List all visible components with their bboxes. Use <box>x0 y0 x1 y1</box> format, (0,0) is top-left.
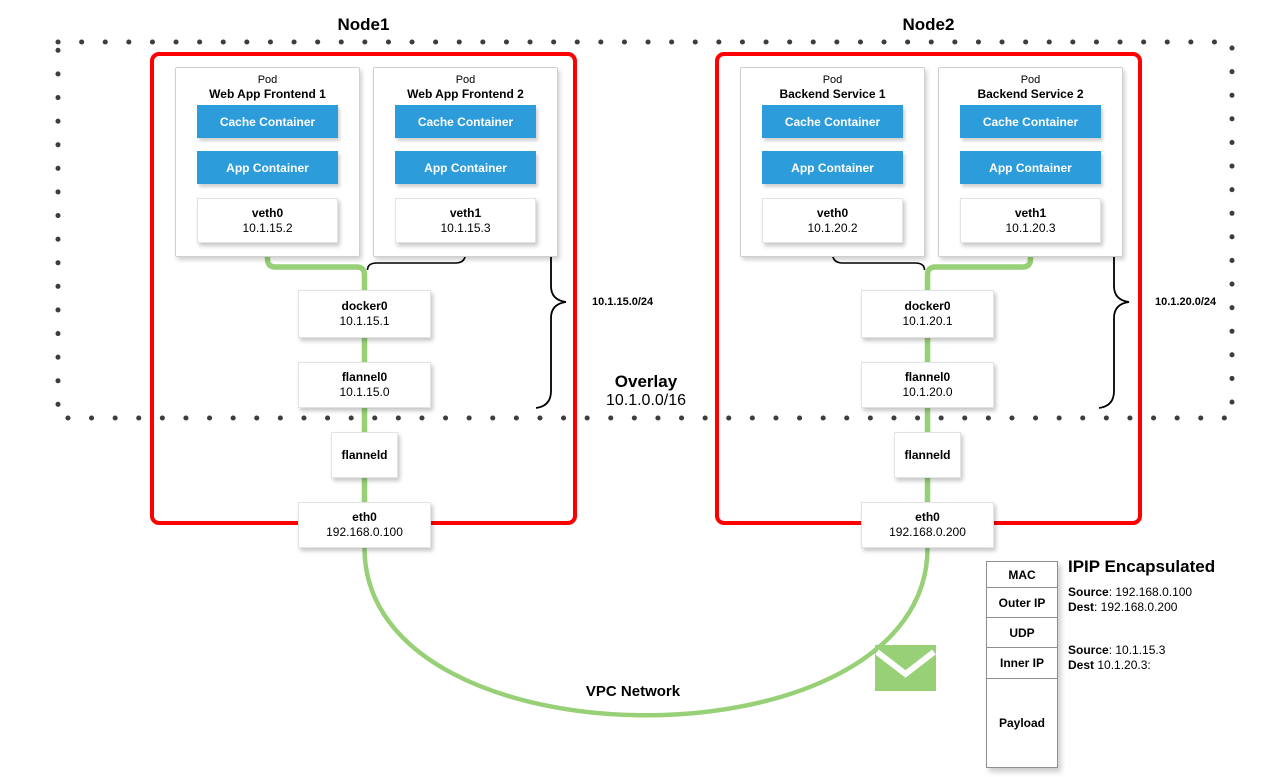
pod-backend-service-2: Pod Backend Service 2 Cache Container Ap… <box>938 67 1123 257</box>
bridge-ip: 10.1.15.1 <box>339 314 390 328</box>
outer-source-label: Source <box>1068 585 1109 599</box>
overlay-title: Overlay <box>614 372 678 391</box>
cache-container: Cache Container <box>197 105 338 138</box>
bridge-name: docker0 <box>341 299 388 313</box>
app-container: App Container <box>762 151 903 184</box>
pod-kind-label: Pod <box>257 74 278 86</box>
iface-ip: 10.1.20.2 <box>807 220 858 235</box>
pod-name-label: Web App Frontend 1 <box>209 87 326 101</box>
ipip-inner-addresses: Source: 10.1.15.3 Dest 10.1.20.3: <box>1068 643 1165 673</box>
node1-subnet-label: 10.1.15.0/24 <box>592 296 654 308</box>
node2-flannel0-box: flannel0 10.1.20.0 <box>861 362 994 408</box>
envelope-icon <box>875 645 936 691</box>
pod-web-app-frontend-1: Pod Web App Frontend 1 Cache Container A… <box>175 67 360 257</box>
outer-source-line: Source: 192.168.0.100 <box>1068 585 1192 600</box>
daemon-name: flanneld <box>341 447 388 462</box>
outer-source-value: : 192.168.0.100 <box>1108 585 1193 599</box>
flannel-name: flannel0 <box>904 370 951 384</box>
node1-flannel0-box: flannel0 10.1.15.0 <box>298 362 431 408</box>
packet-cell-mac: MAC <box>987 562 1057 588</box>
iface-name: veth0 <box>251 205 284 220</box>
node2-title: Node2 <box>902 15 955 34</box>
pod-kind-label: Pod <box>822 74 843 86</box>
inner-dest-value: 10.1.20.3: <box>1094 658 1151 672</box>
iface-ip: 10.1.15.3 <box>440 220 491 235</box>
bridge-ip: 10.1.20.1 <box>902 314 953 328</box>
app-container: App Container <box>395 151 536 184</box>
veth-interface-box: veth1 10.1.20.3 <box>960 198 1101 243</box>
pod-name-label: Web App Frontend 2 <box>407 87 524 101</box>
iface-ip: 10.1.20.3 <box>1005 220 1056 235</box>
vpc-network-label: VPC Network <box>585 683 681 700</box>
inner-dest-label: Dest <box>1068 658 1095 672</box>
iface-ip: 10.1.15.2 <box>242 220 293 235</box>
ipip-outer-addresses: Source: 192.168.0.100 Dest: 192.168.0.20… <box>1068 585 1192 615</box>
eth-ip: 192.168.0.100 <box>326 525 403 539</box>
node2-docker0-box: docker0 10.1.20.1 <box>861 290 994 338</box>
packet-structure-table: MAC Outer IP UDP Inner IP Payload <box>986 561 1058 768</box>
veth-interface-box: veth0 10.1.20.2 <box>762 198 903 243</box>
outer-dest-value: : 192.168.0.200 <box>1094 600 1178 614</box>
outer-dest-line: Dest: 192.168.0.200 <box>1068 600 1192 615</box>
packet-cell-payload: Payload <box>998 716 1046 730</box>
node1-flanneld-box: flanneld <box>331 432 398 478</box>
node2-flanneld-box: flanneld <box>894 432 961 478</box>
iface-name: veth0 <box>816 205 849 220</box>
node2-packet-path-wire <box>924 183 1034 548</box>
node1-packet-path-wire <box>264 183 368 548</box>
cache-container: Cache Container <box>762 105 903 138</box>
node1-docker0-box: docker0 10.1.15.1 <box>298 290 431 338</box>
node2-subnet-label: 10.1.20.0/24 <box>1155 296 1217 308</box>
pod-name-label: Backend Service 1 <box>779 87 886 101</box>
cache-container: Cache Container <box>395 105 536 138</box>
inner-source-label: Source <box>1068 643 1109 657</box>
eth-name: eth0 <box>915 510 940 524</box>
daemon-name: flanneld <box>904 447 951 462</box>
veth-interface-box: veth1 10.1.15.3 <box>395 198 536 243</box>
pod-kind-label: Pod <box>455 74 476 86</box>
packet-cell-outer-ip: Outer IP <box>987 588 1057 618</box>
iface-name: veth1 <box>1014 205 1047 220</box>
overlay-cidr: 10.1.0.0/16 <box>605 392 687 409</box>
ipip-title: IPIP Encapsulated <box>1068 557 1216 576</box>
pod-name-label: Backend Service 2 <box>977 87 1084 101</box>
node1-eth0-box: eth0 192.168.0.100 <box>298 502 431 548</box>
inner-dest-line: Dest 10.1.20.3: <box>1068 658 1165 673</box>
node1-title: Node1 <box>337 15 390 34</box>
pod-kind-label: Pod <box>1020 74 1041 86</box>
flannel-ip: 10.1.20.0 <box>902 385 953 399</box>
packet-cell-udp: UDP <box>987 618 1057 648</box>
flannel-name: flannel0 <box>341 370 388 384</box>
flannel-ip: 10.1.15.0 <box>339 385 390 399</box>
pod-web-app-frontend-2: Pod Web App Frontend 2 Cache Container A… <box>373 67 558 257</box>
veth-interface-box: veth0 10.1.15.2 <box>197 198 338 243</box>
eth-ip: 192.168.0.200 <box>889 525 966 539</box>
bridge-name: docker0 <box>904 299 951 313</box>
packet-cell-inner-ip: Inner IP <box>987 648 1057 679</box>
app-container: App Container <box>197 151 338 184</box>
pod-backend-service-1: Pod Backend Service 1 Cache Container Ap… <box>740 67 925 257</box>
eth-name: eth0 <box>352 510 377 524</box>
vpc-network-arc <box>362 547 930 718</box>
app-container: App Container <box>960 151 1101 184</box>
cache-container: Cache Container <box>960 105 1101 138</box>
inner-source-value: : 10.1.15.3 <box>1108 643 1166 657</box>
outer-dest-label: Dest <box>1068 600 1095 614</box>
inner-source-line: Source: 10.1.15.3 <box>1068 643 1165 658</box>
overlay-label-group: Overlay 10.1.0.0/16 <box>579 372 713 410</box>
iface-name: veth1 <box>449 205 482 220</box>
node2-eth0-box: eth0 192.168.0.200 <box>861 502 994 548</box>
